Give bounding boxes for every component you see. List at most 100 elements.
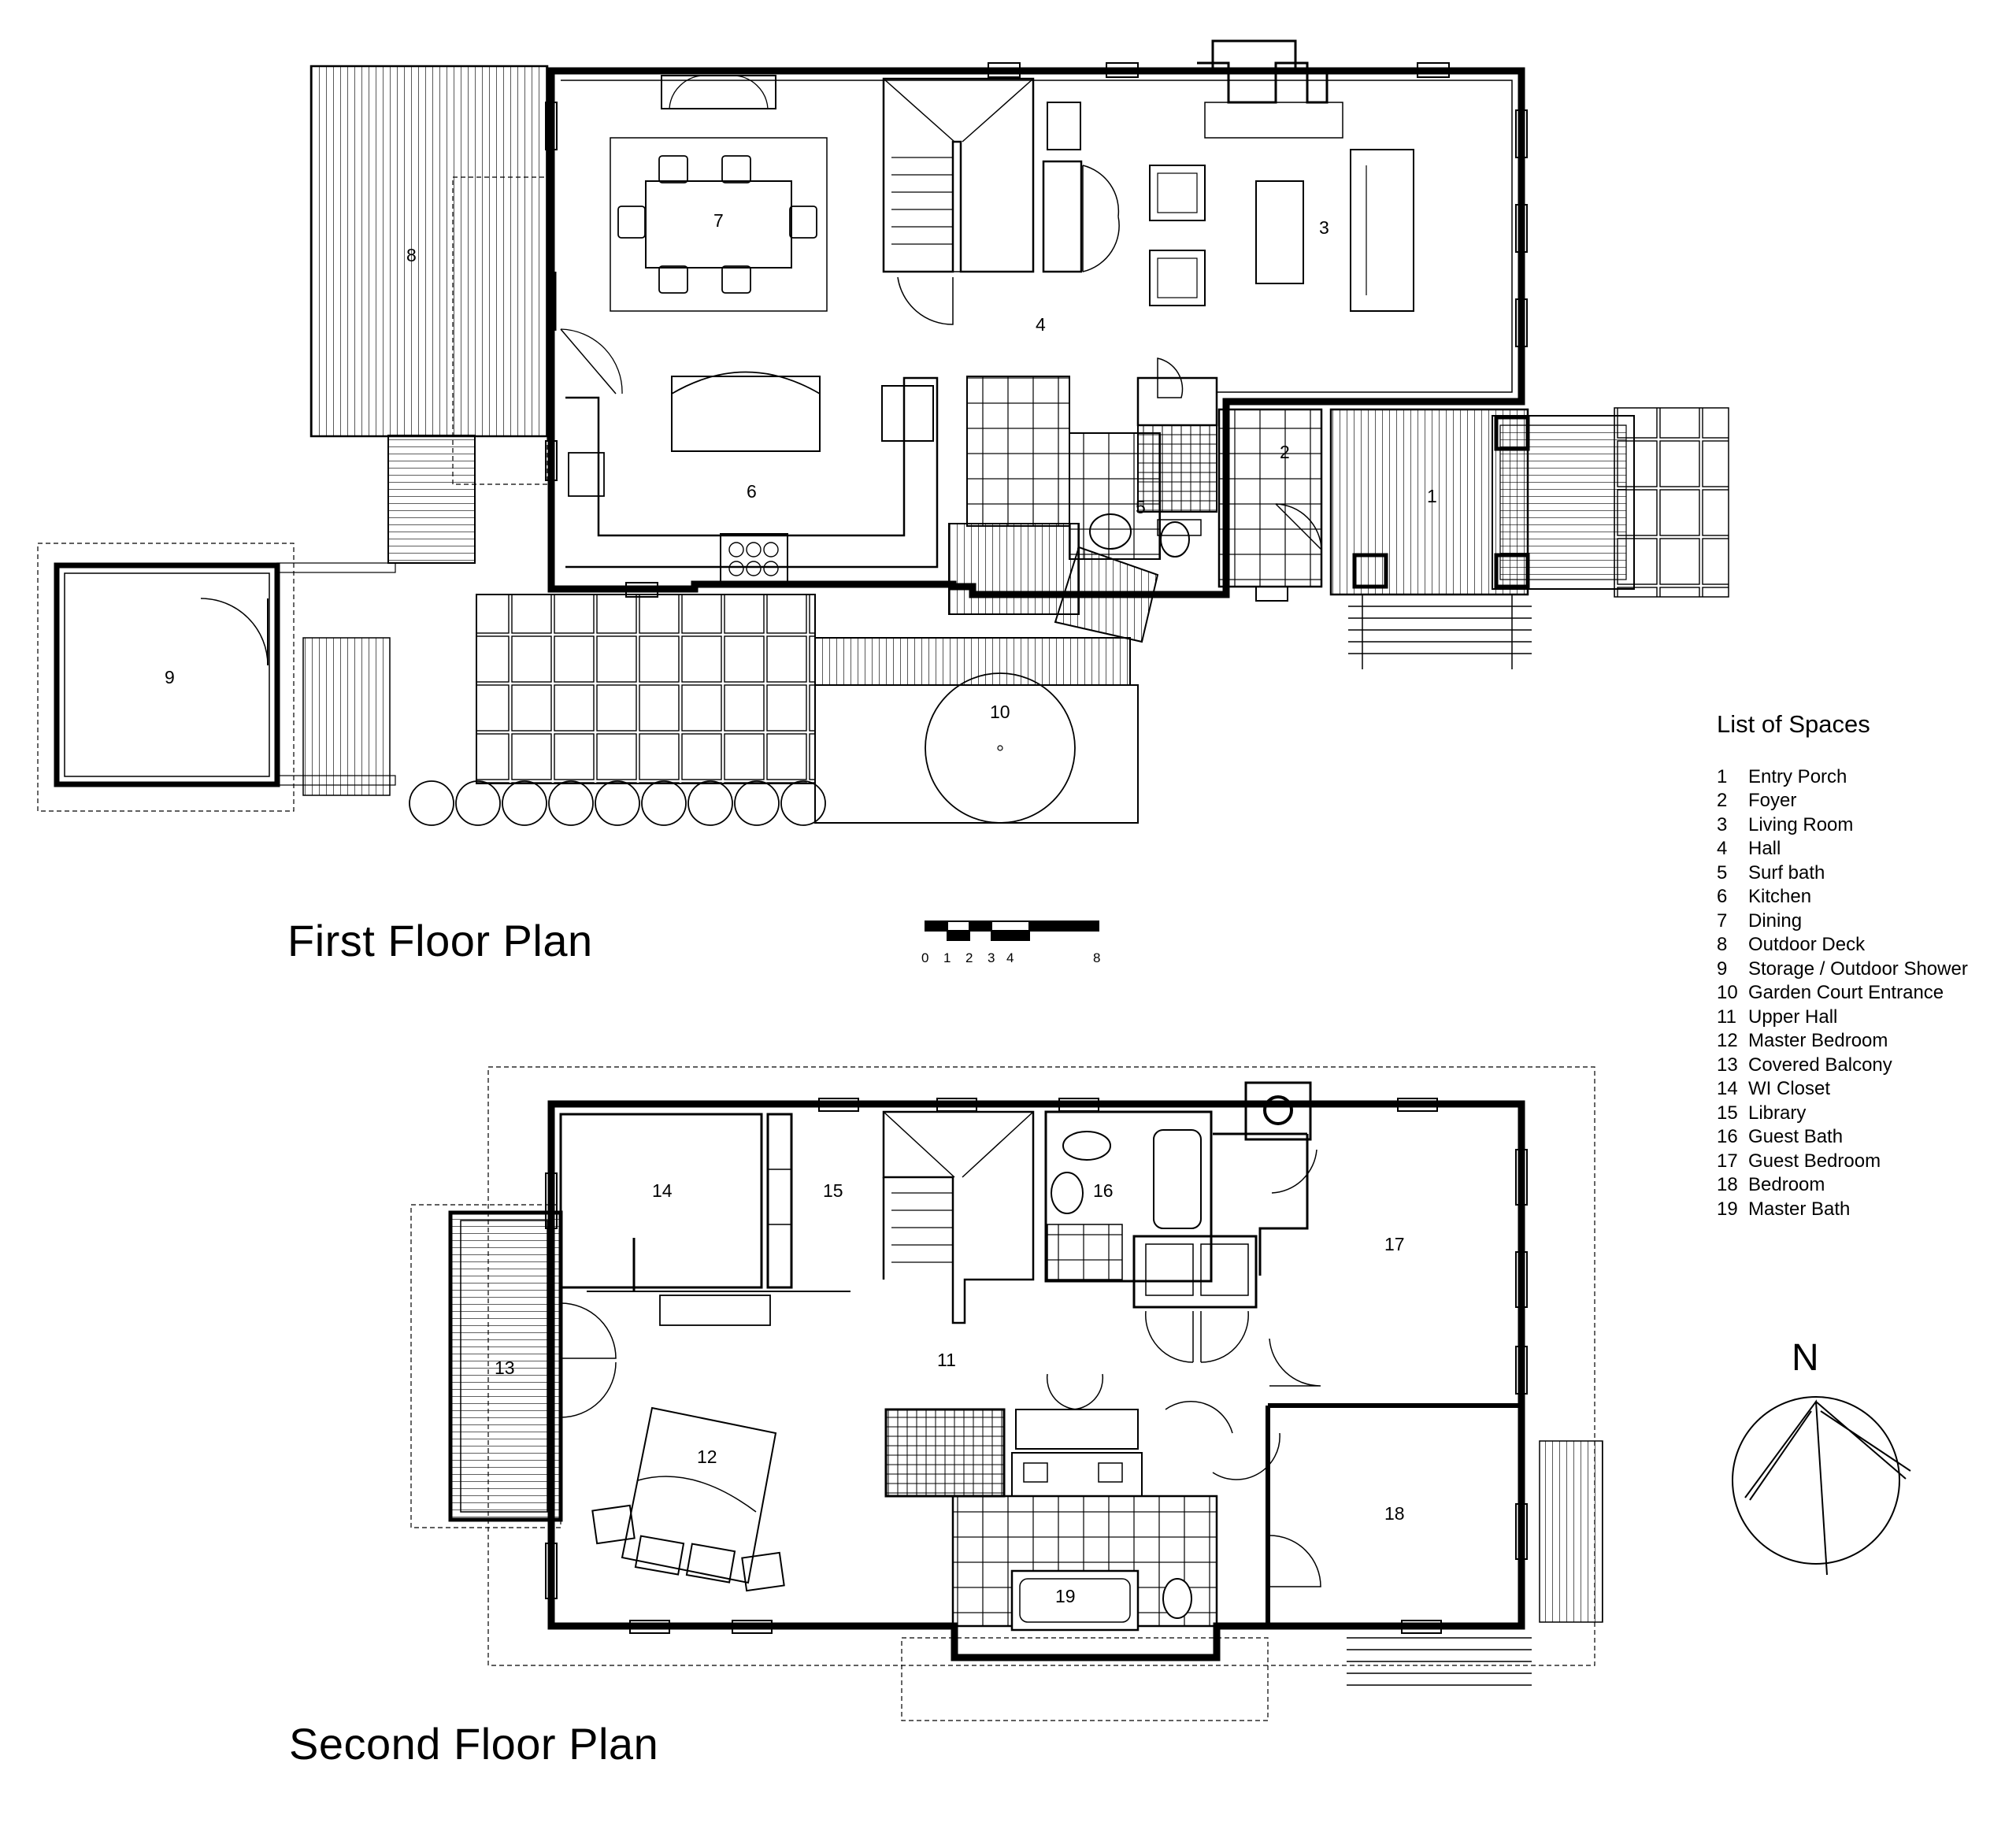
- scale-bar: 0 1 2 3 4 8: [921, 920, 1100, 965]
- room-number-6: 6: [747, 481, 757, 502]
- legend-item-name: Outdoor Deck: [1748, 934, 1866, 955]
- guest-bath-sink: [1051, 1172, 1084, 1214]
- room-number-10: 10: [990, 702, 1010, 722]
- legend-item: 2 Foyer: [1717, 789, 1968, 813]
- coffee-table: [1255, 180, 1304, 284]
- range-cooktop: [720, 533, 788, 583]
- armchair: [1149, 165, 1206, 221]
- room-number-1: 1: [1427, 486, 1437, 506]
- legend-item-number: 2: [1717, 790, 1728, 811]
- first-floor-plan: 1 2 3 4 5 6 7 8 9 10: [37, 39, 1729, 826]
- first-floor-windows: [545, 62, 1528, 602]
- legend-item: 13 Covered Balcony: [1717, 1054, 1968, 1078]
- hall-tile-floor: [966, 376, 1070, 527]
- legend-item-name: Foyer: [1748, 790, 1797, 811]
- room-number-12: 12: [697, 1446, 717, 1467]
- sofa: [1350, 149, 1414, 312]
- walk-in-closet: [559, 1113, 763, 1289]
- legend-item: 14 WI Closet: [1717, 1077, 1968, 1102]
- north-arrow: N: [1732, 1337, 1911, 1576]
- legend-item-number: 11: [1717, 1006, 1736, 1028]
- garden-court-pavers: [476, 594, 816, 784]
- kitchen-island: [671, 376, 821, 452]
- legend-item-name: Storage / Outdoor Shower: [1748, 958, 1968, 980]
- room-number-17: 17: [1384, 1234, 1405, 1254]
- dining-chairs: [617, 155, 817, 294]
- chimney-flue: [1244, 1081, 1312, 1141]
- second-floor-title: Second Floor Plan: [289, 1719, 659, 1769]
- room-numbers-first: 1 2 3 4 5 6 7 8 9 10: [165, 210, 1437, 722]
- guest-bath-tub: [1153, 1129, 1202, 1229]
- room-number-14: 14: [652, 1180, 673, 1201]
- coat-closet: [1042, 160, 1083, 273]
- legend-item-number: 14: [1717, 1078, 1738, 1099]
- legend-item-number: 9: [1717, 958, 1728, 980]
- guest-bath: [1044, 1110, 1213, 1283]
- legend-item-name: Living Room: [1748, 813, 1854, 835]
- covered-balcony: [448, 1210, 563, 1522]
- north-label: N: [1792, 1337, 1819, 1379]
- legend-item-number: 10: [1717, 982, 1738, 1003]
- dining-table: [645, 180, 792, 269]
- room-number-4: 4: [1036, 314, 1046, 335]
- garden-steps: [948, 523, 1080, 615]
- legend-item: 9 Storage / Outdoor Shower: [1717, 958, 1968, 982]
- dining-rug: [610, 137, 828, 312]
- room-number-2: 2: [1280, 442, 1290, 462]
- room-number-3: 3: [1319, 217, 1329, 238]
- room-number-15: 15: [823, 1180, 843, 1201]
- porch-trellis: [1348, 595, 1532, 669]
- outdoor-deck: [309, 65, 549, 438]
- second-floor-plan: 11 12 13 14 15 16 17 18 19: [410, 1066, 1603, 1721]
- main-stair: [882, 77, 1035, 273]
- porch-pavers: [1614, 407, 1729, 598]
- master-bath-tub: [1010, 1569, 1140, 1632]
- surf-bath-sink: [1089, 513, 1132, 550]
- legend-item-number: 13: [1717, 1054, 1738, 1076]
- legend-item-number: 1: [1717, 765, 1728, 787]
- hedge-row: [409, 780, 826, 826]
- east-trellis: [1347, 1440, 1603, 1686]
- refrigerator: [881, 385, 934, 442]
- room-number-16: 16: [1093, 1180, 1114, 1201]
- scale-tick-0: 0: [921, 950, 928, 965]
- guest-bath-toilet: [1062, 1131, 1111, 1161]
- legend-item-name: Entry Porch: [1748, 765, 1847, 787]
- legend-item-number: 19: [1717, 1198, 1738, 1220]
- legend-item-name: Upper Hall: [1748, 1006, 1838, 1028]
- master-bath-shower: [884, 1408, 1006, 1498]
- under-stair-door: [897, 276, 954, 325]
- room-number-8: 8: [406, 245, 417, 265]
- legend-item-name: Covered Balcony: [1748, 1054, 1892, 1076]
- room-number-7: 7: [713, 210, 724, 231]
- deck-steps: [387, 435, 476, 564]
- first-floor-title: First Floor Plan: [287, 916, 593, 965]
- storage-shed: [54, 562, 280, 787]
- room-number-9: 9: [165, 667, 175, 687]
- legend-item: 8 Outdoor Deck: [1717, 933, 1968, 958]
- scale-tick-4: 4: [1006, 950, 1014, 965]
- upper-stair: [882, 1110, 1035, 1324]
- legend-item-name: WI Closet: [1748, 1078, 1831, 1099]
- scale-tick-2: 2: [965, 950, 973, 965]
- legend-item-number: 5: [1717, 861, 1728, 883]
- scale-tick-8: 8: [1093, 950, 1100, 965]
- deck-door: [560, 328, 617, 394]
- legend-item-number: 12: [1717, 1030, 1738, 1051]
- second-floor-exterior-wall: [547, 1100, 1525, 1661]
- legend-item-number: 8: [1717, 934, 1728, 955]
- legend-item-number: 15: [1717, 1102, 1738, 1124]
- linen-closet: [1132, 1235, 1258, 1309]
- kitchen-sink: [568, 452, 605, 497]
- outdoor-shower-grate: [302, 637, 391, 796]
- legend-item-number: 3: [1717, 813, 1728, 835]
